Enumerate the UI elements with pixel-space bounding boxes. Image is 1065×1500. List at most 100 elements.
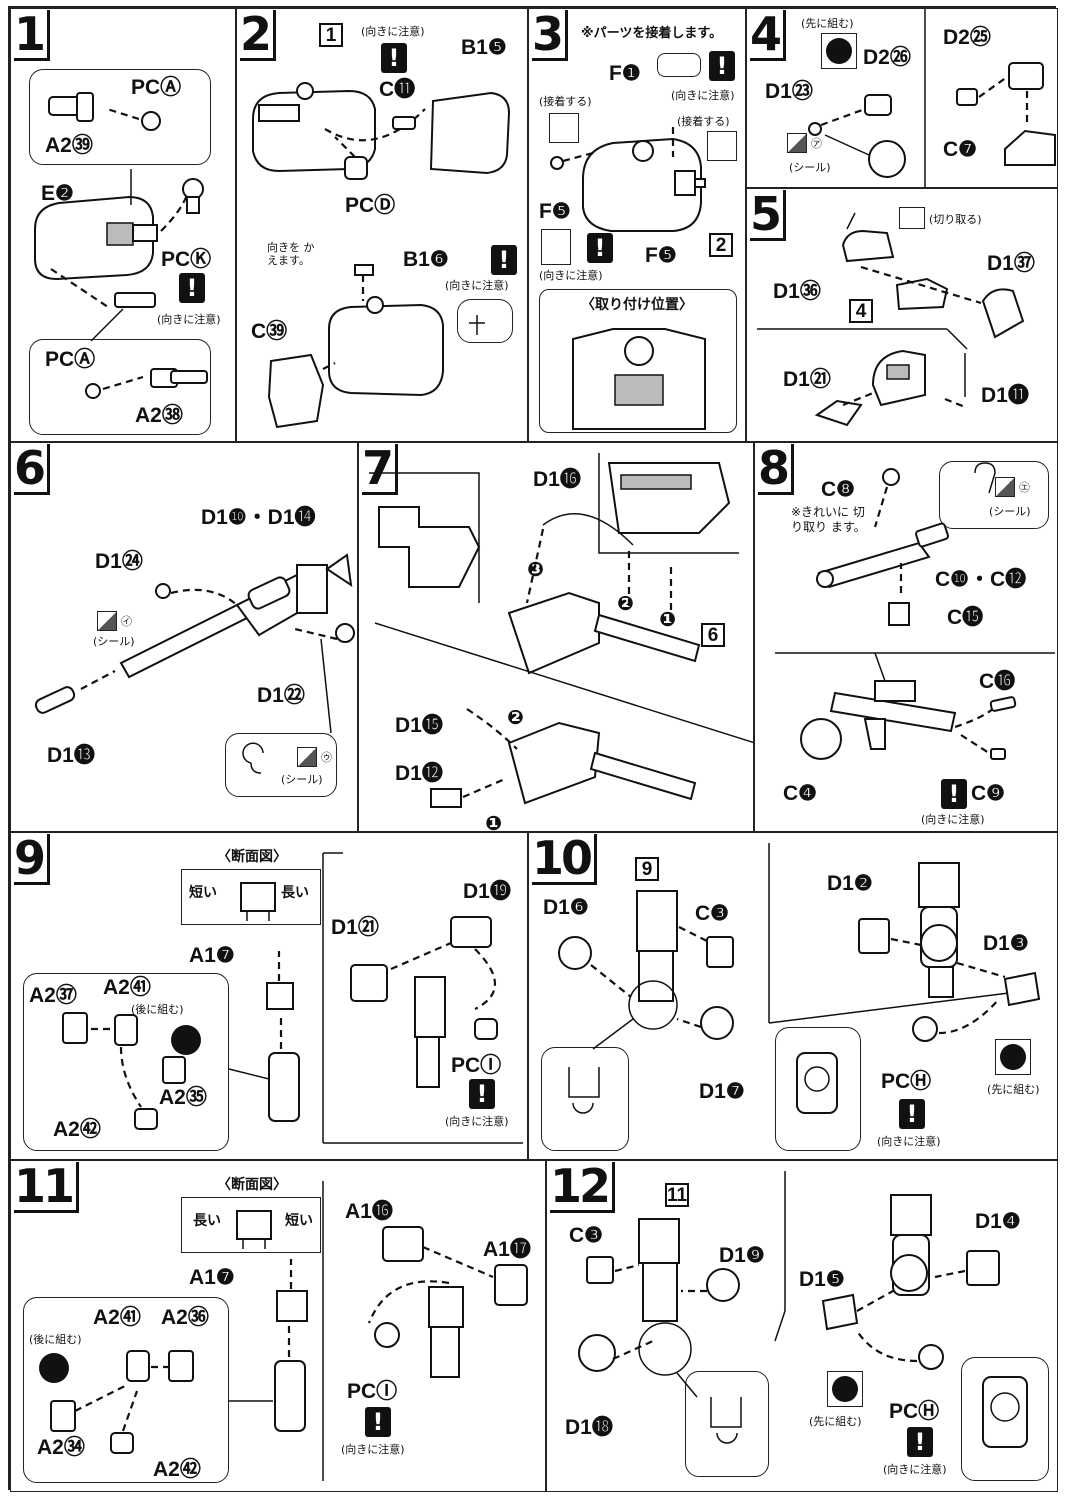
callout-bubble bbox=[29, 69, 211, 165]
step-number: 8 bbox=[758, 444, 795, 495]
caution-text: (向きに注意) bbox=[539, 269, 603, 282]
part-label: D1❻ bbox=[543, 896, 589, 919]
part-label: D1⓫ bbox=[981, 384, 1029, 407]
seal-text: (シール) bbox=[789, 161, 831, 174]
cut-note: ※きれいに 切り取り ます。 bbox=[791, 505, 866, 534]
order-marker: ❷ bbox=[507, 705, 524, 729]
seal-sticker-icon bbox=[995, 477, 1015, 497]
seal-text: (シール) bbox=[281, 773, 323, 786]
part-label: C❼ bbox=[943, 138, 977, 161]
callout-bubble bbox=[457, 299, 513, 343]
part-label: C❿・C⓬ bbox=[935, 568, 1027, 591]
step-number: 7 bbox=[362, 444, 399, 495]
step-8-panel: 8 C❽ ※きれいに 切り取り ます。 ㋓ (シール) C❿・C⓬ C⓯ C⓰ … bbox=[754, 442, 1058, 832]
part-label: D1❾ bbox=[719, 1244, 765, 1267]
caution-text: (向きに注意) bbox=[157, 313, 221, 326]
step-6-panel: 6 D1❿・D1⓮ D1㉔ ㋑ (シール) D1㉒ D1⓭ ㋒ (シール) bbox=[10, 442, 358, 832]
caution-text: (向きに注意) bbox=[341, 1443, 405, 1456]
short-label: 短い bbox=[189, 885, 217, 901]
post-assemble-text: (後に組む) bbox=[29, 1333, 82, 1346]
part-label: D1❷ bbox=[827, 872, 873, 895]
part-label: B1❺ bbox=[461, 36, 507, 59]
part-label: A1❼ bbox=[189, 1266, 235, 1289]
step-2-panel: 2 1 (向きに注意) C⓫ B1❺ PCⒹ 向きを かえます。 B1❻ (向き… bbox=[236, 8, 528, 442]
black-dot-icon bbox=[826, 38, 852, 64]
caution-icon bbox=[907, 1427, 933, 1457]
step-5-panel: 5 (切り取る) D1㊱ D1㊲ 4 D1㉑ D1⓫ bbox=[746, 188, 1058, 442]
glue-text: (接着する) bbox=[539, 95, 592, 108]
note-text: 向きを かえます。 bbox=[267, 241, 315, 267]
part-label: PCⒽ bbox=[881, 1070, 932, 1093]
seal-mark: ㋒ bbox=[321, 751, 332, 764]
part-drawing bbox=[252, 82, 511, 429]
order-marker: ❶ bbox=[659, 607, 676, 631]
section-title: 〈断面図〉 bbox=[217, 849, 287, 865]
nipper-cut-icon bbox=[899, 207, 925, 229]
seal-mark: ㋓ bbox=[1019, 481, 1030, 494]
seal-text: (シール) bbox=[989, 505, 1031, 518]
part-drawing bbox=[550, 127, 706, 430]
glue-brush-icon bbox=[549, 113, 579, 143]
part-label: C❹ bbox=[783, 782, 817, 805]
step-number: 6 bbox=[14, 444, 51, 495]
part-label: A2㊷ bbox=[53, 1118, 101, 1141]
step-number: 2 bbox=[240, 10, 277, 61]
step-12-panel: 12 11 C❸ D1❾ D1⓲ D1❹ D1❺ (先に組む) PCⒽ (向きに… bbox=[546, 1160, 1058, 1492]
part-drawing bbox=[757, 212, 1025, 427]
caution-icon bbox=[179, 273, 205, 303]
part-label: A2㊶ bbox=[103, 976, 151, 999]
part-label: C❾ bbox=[971, 782, 1005, 805]
part-drawing bbox=[775, 462, 1055, 760]
part-label: E❷ bbox=[41, 182, 74, 205]
part-label: PCⓀ bbox=[161, 248, 212, 271]
caution-text: (向きに注意) bbox=[361, 25, 425, 38]
caution-text: (向きに注意) bbox=[445, 279, 509, 292]
step-3-panel: 3 ※パーツを接着します。 (向きに注意) F❶ (接着する) (接着する) F… bbox=[528, 8, 746, 442]
part-label: D1❹ bbox=[975, 1210, 1021, 1233]
pre-assemble-text: (先に組む) bbox=[809, 1415, 862, 1428]
step-number: 1 bbox=[14, 10, 51, 61]
black-dot-icon bbox=[39, 1353, 69, 1383]
part-label: C⓰ bbox=[979, 670, 1016, 693]
order-marker: ❶ bbox=[485, 811, 502, 832]
seal-sticker-icon bbox=[297, 747, 317, 767]
caution-text: (向きに注意) bbox=[877, 1135, 941, 1148]
part-label: D1⓲ bbox=[565, 1416, 613, 1439]
step-number: 11 bbox=[14, 1162, 80, 1213]
part-label: A2㉟ bbox=[159, 1086, 207, 1109]
part-label: D1⓯ bbox=[395, 714, 443, 737]
caution-icon bbox=[899, 1099, 925, 1129]
caution-icon bbox=[941, 779, 967, 809]
section-title: 〈断面図〉 bbox=[217, 1177, 287, 1193]
part-label: D1㊱ bbox=[773, 280, 821, 303]
part-label: D1⓳ bbox=[463, 880, 511, 903]
caution-text: (向きに注意) bbox=[883, 1463, 947, 1476]
step-number: 4 bbox=[750, 10, 787, 61]
part-label: C❸ bbox=[569, 1224, 603, 1247]
caution-text: (向きに注意) bbox=[445, 1115, 509, 1128]
part-label: PCⒾ bbox=[347, 1380, 398, 1403]
detail-callout bbox=[541, 1047, 629, 1151]
cut-text: (切り取る) bbox=[929, 213, 982, 226]
part-label: PCⒶ bbox=[131, 76, 182, 99]
part-label: D1㉓ bbox=[765, 80, 813, 103]
part-label: A2㊲ bbox=[29, 984, 77, 1007]
part-label: PCⒹ bbox=[345, 194, 396, 217]
part-label: C⓫ bbox=[379, 78, 416, 101]
part-label: F❶ bbox=[609, 62, 641, 85]
part-label: D1⓰ bbox=[533, 468, 581, 491]
caution-text: (向きに注意) bbox=[671, 89, 735, 102]
part-drawing bbox=[34, 92, 208, 399]
step-number: 3 bbox=[532, 10, 569, 61]
part-label: A2㊱ bbox=[161, 1306, 209, 1329]
step-4-panel: 4 (先に組む) D2㉖ D2㉕ D1㉓ C❼ ㋐ (シール) bbox=[746, 8, 1058, 188]
part-label: D1❺ bbox=[799, 1268, 845, 1291]
seal-mark: ㋐ bbox=[811, 137, 822, 150]
pre-assemble-text: (先に組む) bbox=[801, 17, 854, 30]
short-label: 短い bbox=[285, 1213, 313, 1229]
caution-icon bbox=[381, 43, 407, 73]
part-label: PCⒽ bbox=[889, 1400, 940, 1423]
seal-sticker-icon bbox=[97, 611, 117, 631]
detail-callout bbox=[685, 1371, 769, 1477]
position-title: 〈取り付け位置〉 bbox=[581, 297, 693, 313]
